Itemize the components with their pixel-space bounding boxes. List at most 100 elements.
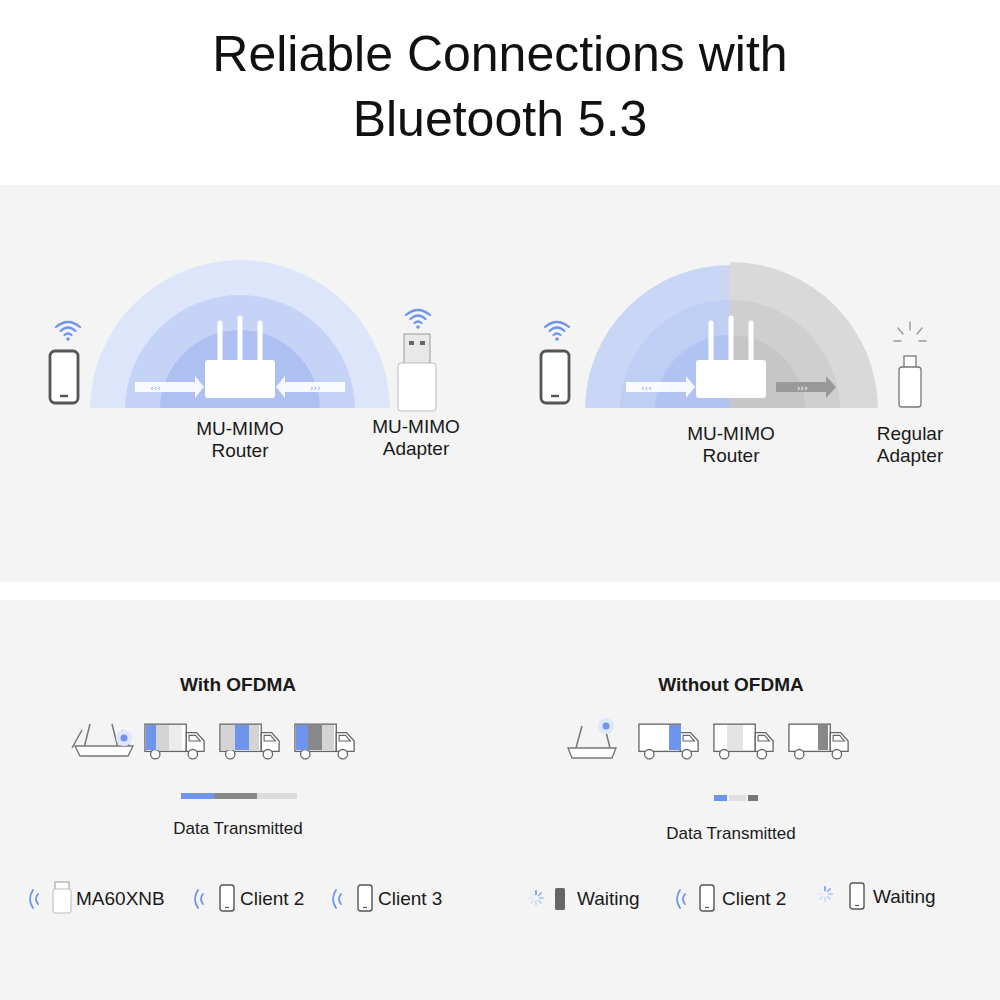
drawing-path (626, 376, 695, 398)
drawing-use (220, 724, 279, 759)
drawing-rect (20, 408, 460, 412)
drawing-rect (729, 795, 746, 801)
drawing-rect (257, 793, 297, 799)
drawing-line (238, 318, 243, 362)
trucks-ofdma (145, 724, 354, 759)
drawing-path (125, 295, 355, 410)
drawing-path (276, 376, 345, 398)
drawing-rect (899, 367, 921, 407)
drawing-rect (308, 725, 322, 750)
drawing-use (295, 724, 354, 759)
drawing-path (75, 746, 133, 756)
adapter-icon-grey (555, 888, 565, 910)
bar-caption: Data Transmitted (128, 819, 348, 839)
device-label: MU-MIMO Router (666, 423, 796, 467)
router-left: ‹‹‹ ››› (135, 318, 345, 398)
drawing-line (749, 323, 754, 362)
drawing-rect (420, 341, 425, 345)
device-label: MU-MIMO Adapter (351, 416, 481, 460)
mu-mimo-adapter (398, 334, 436, 411)
trucks-no-ofdma (639, 724, 848, 759)
drawing-use (406, 310, 430, 329)
drawing-text: ‹‹‹ (150, 383, 161, 393)
drawing-use (333, 890, 341, 908)
title: Reliable Connections with Bluetooth 5.3 (140, 22, 860, 152)
section-heading: Without OFDMA (601, 674, 861, 696)
drawing-text: ‹‹‹ (641, 383, 652, 393)
drawing-line (909, 322, 910, 330)
drawing-rect (53, 889, 71, 913)
drawing-rect (714, 795, 727, 801)
drawing-rect (398, 363, 436, 411)
drawing-use (714, 724, 773, 759)
drawing-rect (0, 185, 1000, 582)
drawing-circle (598, 718, 614, 734)
client-label: MA60XNB (76, 888, 165, 910)
drawing-line (894, 340, 901, 341)
drawing-use (145, 724, 204, 759)
drawing-use (56, 322, 80, 341)
device-label: Regular Adapter (845, 423, 975, 467)
coverage-right (560, 262, 920, 412)
drawing-text: ››› (797, 383, 808, 393)
drawing-use (818, 887, 832, 901)
status-label: Waiting (873, 886, 936, 908)
router-right: ‹‹‹ ››› (626, 318, 836, 398)
drawing-use (700, 885, 714, 911)
coverage-left (20, 260, 460, 412)
adapter-icon (53, 882, 71, 913)
drawing-use (639, 724, 698, 759)
drawing-text: ››› (310, 383, 321, 393)
drawing-line (729, 318, 734, 362)
drawing-line (898, 328, 903, 334)
drawing-rect (235, 725, 249, 750)
drawing-use (850, 883, 864, 909)
data-bar-ofdma (181, 793, 297, 799)
drawing-rect (249, 725, 259, 750)
drawing-use (50, 351, 78, 403)
drawing-rect (696, 360, 766, 398)
section-heading: With OFDMA (108, 674, 368, 696)
drawing-circle (603, 723, 610, 730)
drawing-use (30, 890, 38, 908)
regular-adapter (894, 322, 926, 407)
drawing-line (917, 328, 922, 334)
drawing-rect (560, 408, 920, 412)
drawing-line (709, 323, 714, 362)
drawing-path (568, 748, 616, 758)
drawing-line (919, 340, 926, 341)
client-label: Client 3 (378, 888, 442, 910)
drawing-use (220, 885, 234, 911)
drawing-path (90, 260, 390, 410)
drawing-rect (156, 725, 169, 750)
device-label: MU-MIMO Router (175, 418, 305, 462)
drawing-rect (0, 600, 1000, 1000)
drawing-rect (214, 793, 257, 799)
drawing-rect (221, 725, 235, 750)
drawing-rect (727, 725, 743, 750)
drawing-line (258, 323, 263, 362)
drawing-rect (818, 725, 828, 750)
data-bar-no-ofdma (714, 795, 758, 801)
drawing-rect (146, 725, 156, 750)
drawing-path (135, 376, 204, 398)
drawing-use (529, 891, 543, 905)
drawing-path (776, 376, 836, 398)
drawing-circle (116, 730, 132, 746)
drawing-rect (409, 341, 414, 345)
drawing-use (358, 885, 372, 911)
bar-caption: Data Transmitted (621, 824, 841, 844)
drawing-rect (404, 334, 430, 364)
drawing-rect (296, 725, 308, 750)
client-label: Client 2 (240, 888, 304, 910)
drawing-g (894, 322, 926, 341)
drawing-use (541, 351, 569, 403)
drawing-use (195, 890, 203, 908)
drawing-rect (322, 725, 334, 750)
router-no-ofdma (568, 718, 616, 758)
drawing-rect (169, 725, 182, 750)
drawing-line (218, 323, 223, 362)
router-ofdma (72, 724, 133, 756)
drawing-use (545, 322, 569, 341)
